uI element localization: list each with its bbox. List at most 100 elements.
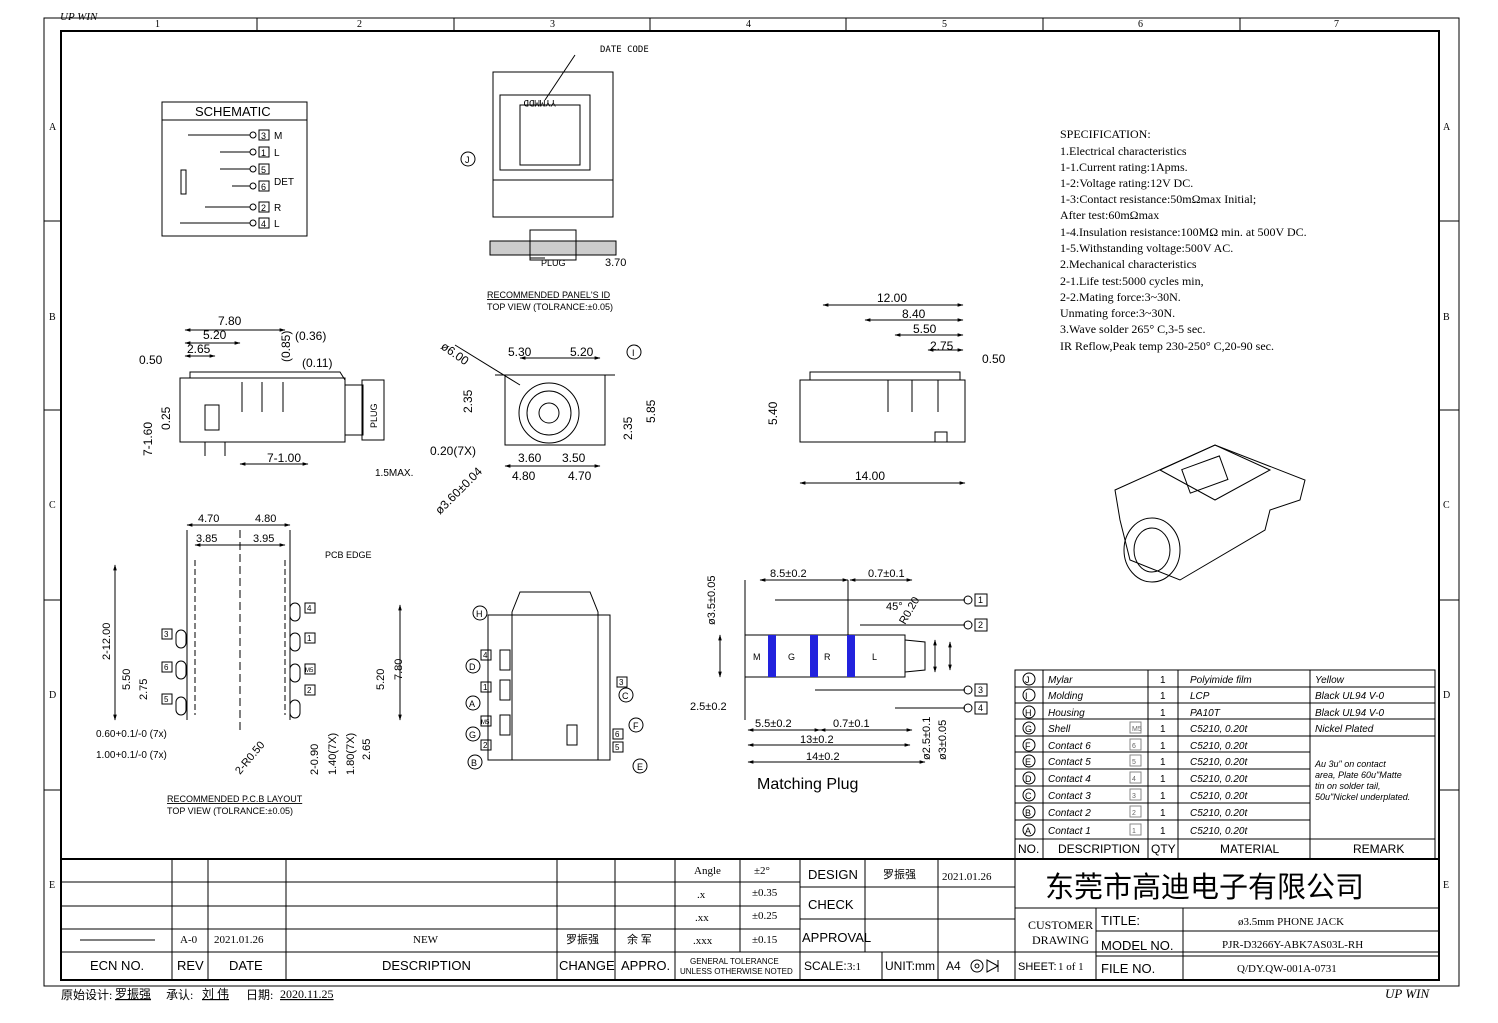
spec-line-13: IR Reflow,Peak temp 230-250° C,20-90 sec…	[1060, 339, 1274, 353]
bom-ref-circle	[1022, 754, 1036, 768]
bom-box-frame	[1129, 823, 1142, 836]
side-dim-15max: 1.5MAX.	[375, 468, 413, 479]
spec-line-10: 2-2.Mating force:3~30N.	[1060, 290, 1181, 304]
pcb-dim-550: 5.50	[121, 669, 133, 690]
bom-qty: 1	[1160, 708, 1166, 719]
pcb-dim-520: 5.20	[375, 669, 387, 690]
bom-ref-circle	[1022, 788, 1036, 802]
spec-line-5: After test:60mΩmax	[1060, 208, 1159, 222]
front-dim-360: 3.60	[518, 451, 542, 465]
plug-dim-07-top: 0.7±0.1	[868, 568, 905, 580]
pcb-pin-boxes	[161, 602, 316, 705]
pcb-dim-100: 1.00+0.1/-0 (7x)	[96, 750, 167, 761]
pcb-dim-r050: 2-R0.50	[233, 739, 267, 777]
tol-value-angle: ±2°	[754, 865, 770, 877]
bom-ref-j: J	[1025, 675, 1030, 685]
contact-box-3: 3	[619, 678, 624, 687]
right-dim-275: 2.75	[930, 339, 954, 353]
footer-orig-label: 原始设计:	[61, 988, 112, 1002]
pcb-dim-265: 2.65	[361, 739, 373, 760]
paper-size: A4	[946, 959, 961, 973]
contact-box-2: 2	[483, 741, 488, 750]
bom-qty: 1	[1160, 724, 1166, 735]
col-label-6: 6	[1138, 19, 1143, 30]
schematic-pin-3: 3	[261, 131, 266, 141]
model-label: MODEL NO.	[1101, 938, 1173, 953]
pcb-box-3: 3	[164, 630, 169, 639]
plug-ring-2	[810, 635, 818, 677]
tol-label-xx: .xx	[695, 912, 709, 924]
tol-value-xx: ±0.25	[752, 910, 778, 922]
bom-material: C5210, 0.20t	[1190, 808, 1248, 819]
file-label: FILE NO.	[1101, 961, 1155, 976]
bom-qty: 1	[1160, 691, 1166, 702]
general-tol-2: UNLESS OTHERWISE NOTED	[680, 967, 793, 976]
bom-box-frame	[1129, 721, 1142, 734]
scale-value: 3:1	[847, 961, 861, 973]
design-name: 罗振强	[883, 867, 916, 881]
col-label-2: 2	[357, 19, 362, 30]
schematic-pin-5: 5	[261, 165, 266, 175]
contact-box-5: 5	[615, 743, 620, 752]
general-tol-1: GENERAL TOLERANCE	[690, 957, 779, 966]
pcb-box-1: 1	[307, 634, 312, 643]
pcb-dim-140: 1.40(7X)	[327, 733, 339, 775]
bom-box-frame	[1129, 738, 1142, 751]
pcb-box-6: 6	[164, 663, 169, 672]
plug-dim-45: 45°	[886, 601, 903, 613]
bom-desc: Shell	[1048, 724, 1071, 735]
bom-ref-h: H	[1025, 708, 1032, 718]
bom-material: LCP	[1190, 691, 1210, 702]
plug-seg-g: G	[788, 652, 795, 662]
footer-date-value: 2020.11.25	[280, 987, 334, 1001]
schematic-signal-r: R	[274, 203, 281, 214]
top-view-caption-1: RECOMMENDED PANEL'S ID	[487, 290, 611, 300]
sheet-frame	[43, 17, 1460, 987]
schematic-pin-1: 1	[261, 148, 266, 158]
ref-i-label: I	[632, 348, 635, 358]
plug-callout-4: 4	[978, 703, 983, 713]
plug-dim-ø35: ø3.5±0.05	[706, 576, 718, 625]
corner-label-top-left: UP WIN	[60, 11, 98, 23]
bom-box-label: 2	[1132, 810, 1136, 817]
col-label-4: 4	[746, 19, 751, 30]
bom-header-remark: REMARK	[1353, 842, 1404, 856]
check-label: CHECK	[808, 897, 854, 912]
plug-title: Matching Plug	[757, 776, 858, 793]
right-view	[799, 303, 966, 485]
bom-contact-remark-2: area, Plate 60u"Matte	[1315, 770, 1402, 780]
col-label-5: 5	[942, 19, 947, 30]
dim-plug-top: 3.70	[605, 257, 626, 269]
plug-ring-3	[847, 635, 855, 677]
bom-box-label: 5	[1132, 759, 1136, 766]
front-dim-350: 3.50	[562, 451, 586, 465]
drawing-label: DRAWING	[1032, 933, 1089, 947]
row-label-a-right: A	[1443, 122, 1451, 133]
spec-line-1: 1.Electrical characteristics	[1060, 144, 1187, 158]
right-dim-050: 0.50	[982, 352, 1006, 366]
contact-box-4: 4	[483, 651, 488, 660]
schematic-signal-det: DET	[274, 177, 294, 188]
pcb-caption-1: RECOMMENDED P.C.B LAYOUT	[167, 794, 303, 804]
model-value: PJR-D3266Y-ABK7AS03L-RH	[1222, 939, 1363, 951]
bom-header-no: NO.	[1018, 842, 1039, 856]
side-dim-780: 7.80	[218, 314, 242, 328]
right-dim-1400: 14.00	[855, 469, 885, 483]
bom-qty: 1	[1160, 791, 1166, 802]
contact-ref-h: H	[476, 609, 483, 619]
contact-ref-e: E	[637, 762, 643, 772]
bom-desc: Contact 4	[1048, 774, 1091, 785]
pcb-caption-2: TOP VIEW (TOLRANCE:±0.05)	[167, 806, 293, 816]
bom-material: Polyimide film	[1190, 675, 1252, 686]
plug-callout-3: 3	[978, 685, 983, 695]
plug-seg-r: R	[824, 652, 831, 662]
title-value: ø3.5mm PHONE JACK	[1238, 916, 1344, 928]
side-dim-050: 0.50	[139, 353, 163, 367]
file-value: Q/DY.QW-001A-0731	[1237, 963, 1337, 975]
plug-dim-14: 14±0.2	[806, 751, 840, 763]
pcb-dim-275: 2.75	[138, 679, 150, 700]
bom-qty: 1	[1160, 808, 1166, 819]
top-view	[489, 54, 617, 261]
front-view	[454, 344, 615, 468]
